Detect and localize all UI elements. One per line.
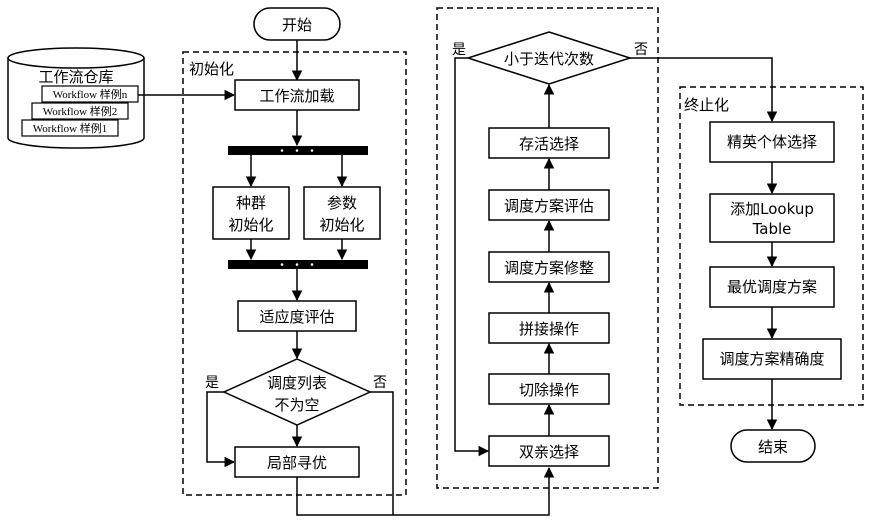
start-label: 开始 [282,16,312,34]
termination-section-label: 终止化 [684,96,729,114]
repository-title: 工作流仓库 [38,68,113,86]
survival-selection-label: 存活选择 [519,135,579,153]
lookup-table-line2: Table [752,220,792,238]
param-init-line2: 初始化 [319,216,364,234]
iteration-decision-label: 小于迭代次数 [504,50,594,68]
local-search-label: 局部寻优 [267,454,327,472]
optimal-schedule-label: 最优调度方案 [727,278,817,296]
sample-label-n: Workflow 样例n [53,87,128,101]
param-init-line1: 参数 [327,194,357,212]
sample-label-1: Workflow 样例1 [33,121,108,135]
fitness-eval-label: 适应度评估 [259,308,334,326]
end-label: 结束 [758,438,788,456]
schedule-list-decision [224,359,370,425]
schedule-accuracy-label: 调度方案精确度 [719,350,824,368]
decision-yes-label: 是 [205,375,219,391]
decision-no-label: 否 [373,375,387,391]
cut-op-label: 切除操作 [519,381,579,399]
elite-selection-label: 精英个体选择 [727,133,817,151]
splice-op-label: 拼接操作 [519,320,579,338]
parent-selection-label: 双亲选择 [519,443,579,461]
decision-line2: 不为空 [274,396,319,414]
init-section-label: 初始化 [189,60,234,78]
init-section-frame [183,52,406,495]
sample-label-2: Workflow 样例2 [43,104,118,118]
schedule-eval-label: 调度方案评估 [504,197,594,215]
schedule-repair-label: 调度方案修整 [504,259,594,277]
iteration-no-label: 否 [634,42,648,58]
iteration-yes-label: 是 [452,42,466,58]
workflow-load-label: 工作流加载 [259,87,334,105]
population-init-line1: 种群 [236,194,266,212]
population-init-line2: 初始化 [228,216,273,234]
lookup-table-line1: 添加Lookup [730,200,814,218]
decision-line1: 调度列表 [267,374,327,392]
